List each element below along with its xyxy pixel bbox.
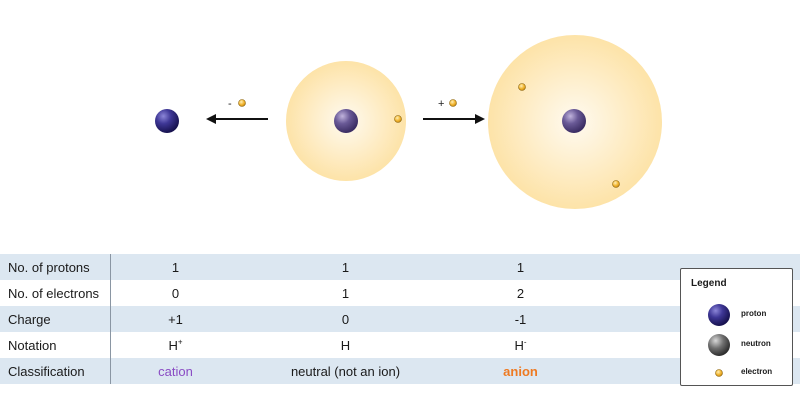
row-label: Charge (0, 306, 111, 332)
legend-title: Legend (691, 278, 727, 289)
table-row: No. of electrons 0 1 2 (0, 280, 800, 306)
gain-sign: + (438, 98, 444, 110)
cell-neutral: H (241, 332, 451, 358)
neutral-atom (286, 61, 406, 181)
notation-base: H (168, 337, 178, 353)
legend-item-proton: proton (681, 303, 794, 327)
cell-cation: 0 (171, 285, 180, 301)
cell-anion: 1 (450, 254, 591, 280)
cation-proton (155, 109, 179, 133)
notation-superscript: + (177, 337, 183, 347)
table-row: Charge +1 0 -1 (0, 306, 800, 332)
legend-label: neutron (741, 339, 771, 348)
anion-atom (488, 35, 662, 209)
gain-electron-arrow: + (423, 98, 485, 124)
neutron-icon (708, 334, 730, 356)
legend: Legend proton neutron electron (680, 268, 793, 386)
proton-icon (708, 304, 730, 326)
neutral-proton (334, 109, 358, 133)
cell-anion: 2 (516, 285, 525, 301)
table-row: Notation H+ H H- (0, 332, 800, 358)
cell-cation: 1 (110, 254, 241, 280)
anion-electron-2 (612, 180, 620, 188)
cell-neutral: neutral (not an ion) (240, 358, 451, 384)
anion-proton (562, 109, 586, 133)
gain-electron-icon (449, 99, 457, 107)
anion-electron-1 (518, 83, 526, 91)
cell-cation: H+ (110, 332, 241, 358)
cell-anion: H- (451, 332, 591, 358)
cell-cation: cation (110, 358, 241, 384)
notation-base: H (340, 337, 351, 353)
row-label: Classification (0, 358, 111, 384)
legend-item-neutron: neutron (681, 333, 794, 357)
legend-label: proton (741, 309, 767, 318)
cation-atom (155, 109, 179, 133)
row-label: Notation (0, 332, 111, 358)
notation-superscript: - (523, 337, 527, 347)
ion-properties-table: No. of protons 1 1 1 No. of electrons 0 … (0, 254, 800, 384)
ion-formation-diagram: - + (155, 35, 662, 209)
electron-icon (715, 369, 723, 377)
lose-sign: - (228, 98, 232, 110)
cell-neutral: 1 (240, 254, 451, 280)
cell-cation: +1 (110, 306, 241, 332)
cell-neutral: 1 (341, 285, 350, 301)
cell-anion: -1 (450, 306, 591, 332)
row-label: No. of protons (0, 254, 111, 280)
notation-base: H (514, 337, 524, 353)
cell-neutral: 0 (240, 306, 451, 332)
cell-anion: anion (450, 358, 591, 384)
legend-item-electron: electron (681, 361, 794, 385)
lose-electron-arrow: - (206, 98, 268, 124)
table-row: Classification cation neutral (not an io… (0, 358, 800, 384)
neutral-electron (394, 115, 402, 123)
row-label: No. of electrons (0, 280, 111, 306)
legend-label: electron (741, 367, 773, 376)
lose-electron-icon (238, 99, 246, 107)
